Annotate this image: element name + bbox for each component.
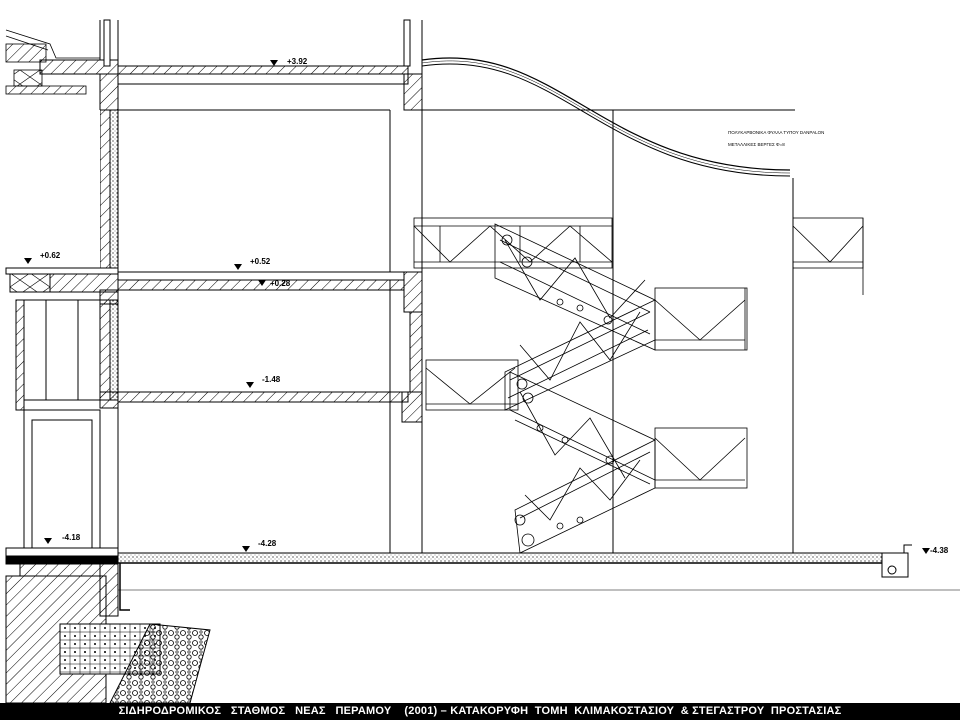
note-canopy-sheet: ΠΟΛΥΚΑΡΒΟΝΙΚΑ ΦΥΛΛΑ ΤΥΠΟΥ DANPALON — [728, 130, 824, 135]
ground-slab — [117, 544, 912, 578]
level-right-ground: -4.38 — [930, 546, 949, 555]
section-drawing-svg: +3.92 +0.62 +0.52 +0.28 -1.48 -4.18 -4.2… — [5, 19, 960, 703]
level-left-ground: -4.18 — [62, 533, 81, 542]
canopy — [421, 57, 791, 177]
level-floor-top: +0.52 — [250, 257, 271, 266]
drawing-caption: ΣΙΔΗΡΟΔΡΟΜΙΚΟΣ ΣΤΑΘΜΟΣ ΝΕΑΣ ΠΕΡΑΜΟΥ (200… — [0, 703, 960, 720]
section-drawing: +3.92 +0.62 +0.52 +0.28 -1.48 -4.18 -4.2… — [0, 0, 960, 703]
level-roof: +3.92 — [287, 57, 308, 66]
lower-slab — [99, 391, 423, 423]
left-door — [23, 299, 101, 554]
level-left-upper: +0.62 — [40, 251, 61, 260]
level-markers: +3.92 +0.62 +0.52 +0.28 -1.48 -4.18 -4.2… — [24, 57, 949, 555]
level-floor-bottom: +0.28 — [270, 279, 291, 288]
level-middle: -1.48 — [262, 375, 281, 384]
roof-slab — [39, 19, 423, 111]
canopy-notes: ΠΟΛΥΚΑΡΒΟΝΙΚΑ ΦΥΛΛΑ ΤΥΠΟΥ DANPALON ΜΕΤΑΛ… — [728, 130, 824, 147]
level-ground: -4.28 — [258, 539, 277, 548]
left-wall — [15, 109, 119, 411]
middle-slab — [5, 267, 423, 393]
left-roof-detail — [5, 29, 100, 95]
foundation — [5, 547, 960, 703]
staircase — [413, 217, 864, 554]
note-canopy-ribs: ΜΕΤΑΛΛΙΚΕΣ ΒΕΡΓΕΣ Φ=8 — [728, 142, 785, 147]
